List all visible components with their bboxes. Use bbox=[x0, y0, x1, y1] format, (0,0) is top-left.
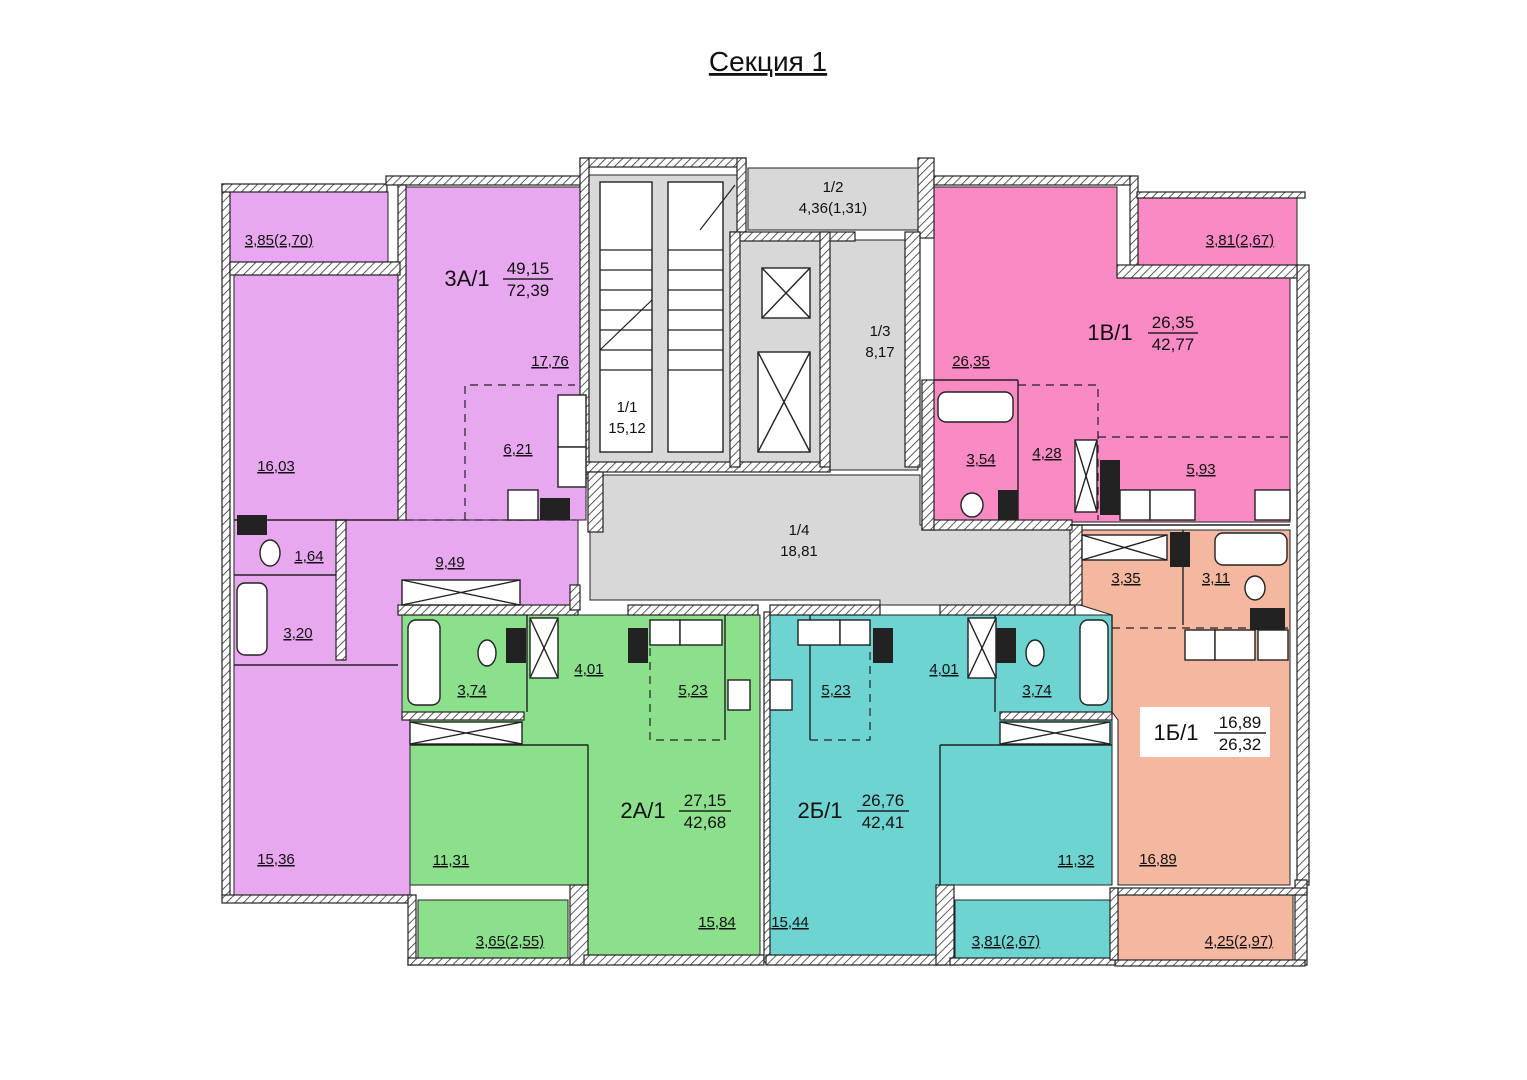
living-area: 27,15 bbox=[684, 791, 727, 810]
living-area: 26,35 bbox=[1152, 313, 1195, 332]
room-area-label: 11,31 bbox=[433, 852, 469, 869]
room-area-label: 3,85(2,70) bbox=[245, 232, 313, 249]
toilets bbox=[259, 492, 1266, 667]
room-area-label: 4,01 bbox=[929, 661, 958, 678]
apartment-name: 1В/1 bbox=[1087, 320, 1132, 345]
interior-lines bbox=[234, 379, 1290, 885]
apartment-label-1b: 1Б/1 16,89 26,32 bbox=[1140, 707, 1270, 757]
room-area-label: 15,36 bbox=[257, 851, 295, 868]
apartment-name: 3А/1 bbox=[444, 266, 489, 291]
room-area-label: 5,23 bbox=[821, 682, 850, 699]
room-area-label: 6,21 bbox=[503, 441, 532, 458]
apartment-1v bbox=[933, 186, 1298, 531]
room-area-label: 3,74 bbox=[457, 682, 486, 699]
room-number: 1/2 bbox=[823, 179, 844, 196]
room-area-label: 3,74 bbox=[1022, 682, 1051, 699]
room-area-label: 3,65(2,55) bbox=[476, 933, 544, 950]
bathtubs bbox=[236, 391, 1288, 706]
washing-machines bbox=[237, 460, 1285, 663]
room-area-label: 16,03 bbox=[257, 458, 295, 475]
ventilation-shafts bbox=[401, 439, 1168, 745]
elevator-large bbox=[757, 351, 811, 453]
room-area-label: 9,49 bbox=[435, 554, 464, 571]
common-label-1-3: 1/3 8,17 bbox=[865, 323, 894, 361]
room-area-label: 16,89 bbox=[1139, 851, 1177, 868]
room-area-label: 3,11 bbox=[1202, 570, 1230, 587]
elevator-small bbox=[761, 267, 811, 319]
apartment-name: 1Б/1 bbox=[1153, 720, 1198, 745]
room-area-label: 5,93 bbox=[1186, 461, 1215, 478]
common-label-1-2: 1/2 4,36(1,31) bbox=[799, 179, 867, 217]
total-area: 72,39 bbox=[507, 281, 550, 300]
room-area-label: 15,84 bbox=[698, 914, 736, 931]
apartment-2a bbox=[401, 614, 761, 959]
room-area: 8,17 bbox=[865, 344, 894, 361]
room-areas: 3,85(2,70) 17,76 6,21 16,03 1,64 9,49 3,… bbox=[245, 232, 1274, 950]
room-area-label: 4,01 bbox=[574, 661, 603, 678]
total-area: 26,32 bbox=[1219, 735, 1262, 754]
room-area: 18,81 bbox=[780, 543, 818, 560]
apartment-label-1v: 1В/1 26,35 42,77 bbox=[1077, 307, 1205, 357]
room-area-label: 4,28 bbox=[1032, 445, 1061, 462]
room-area-label: 3,20 bbox=[283, 625, 312, 642]
room-area-label: 3,54 bbox=[966, 451, 995, 468]
staircase bbox=[599, 181, 736, 453]
apartment-label-3a: 3А/1 49,15 72,39 bbox=[432, 253, 560, 303]
common-label-1-4: 1/4 18,81 bbox=[780, 522, 818, 560]
room-area-label: 5,23 bbox=[678, 682, 707, 699]
apartment-name: 2А/1 bbox=[620, 798, 665, 823]
room-area-label: 3,35 bbox=[1111, 570, 1140, 587]
room-area: 4,36(1,31) bbox=[799, 200, 867, 217]
room-number: 1/4 bbox=[789, 522, 810, 539]
living-area: 49,15 bbox=[507, 259, 550, 278]
room-number: 1/1 bbox=[617, 399, 638, 416]
apartment-label-2b: 2Б/1 26,76 42,41 bbox=[785, 786, 915, 836]
apartment-label-2a: 2А/1 27,15 42,68 bbox=[608, 786, 738, 836]
room-area-label: 17,76 bbox=[531, 353, 569, 370]
living-area: 26,76 bbox=[862, 791, 905, 810]
room-area-label: 3,81(2,67) bbox=[972, 933, 1040, 950]
section-title: Секция 1 bbox=[709, 46, 827, 77]
total-area: 42,68 bbox=[684, 813, 727, 832]
living-area: 16,89 bbox=[1219, 713, 1262, 732]
room-number: 1/3 bbox=[870, 323, 891, 340]
common-label-1-1: 1/1 15,12 bbox=[608, 399, 646, 437]
apartment-name: 2Б/1 bbox=[797, 798, 842, 823]
room-area-label: 4,25(2,97) bbox=[1205, 933, 1273, 950]
room-area-label: 26,35 bbox=[952, 353, 990, 370]
room-area-label: 1,64 bbox=[294, 548, 323, 565]
walls bbox=[221, 157, 1310, 967]
total-area: 42,41 bbox=[862, 813, 905, 832]
room-area-label: 3,81(2,67) bbox=[1206, 232, 1274, 249]
kitchen-units bbox=[507, 394, 1291, 711]
room-area-label: 11,32 bbox=[1058, 852, 1094, 869]
room-area-label: 15,44 bbox=[771, 914, 809, 931]
total-area: 42,77 bbox=[1152, 335, 1195, 354]
room-area: 15,12 bbox=[608, 420, 646, 437]
